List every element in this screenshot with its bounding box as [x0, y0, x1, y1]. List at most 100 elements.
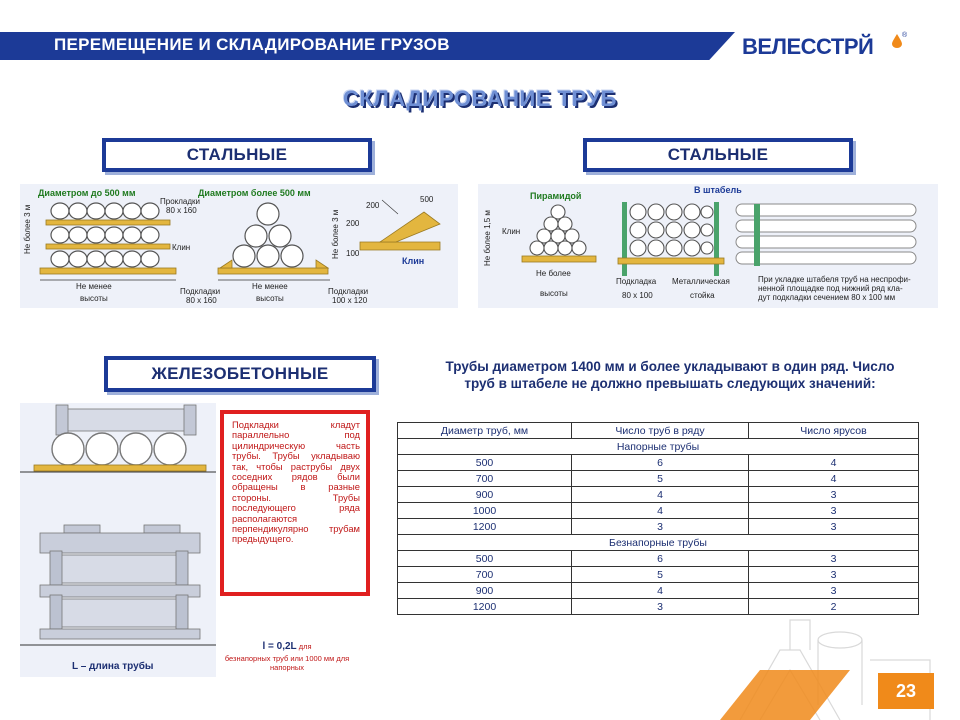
wedge-detail	[359, 199, 441, 251]
long-pipes-stack	[735, 203, 917, 265]
cell: 3	[571, 598, 749, 615]
large-pipe-pyramid	[232, 202, 304, 268]
cell: 3	[571, 518, 749, 535]
small-stack-pads	[39, 219, 177, 275]
pipe-stacking-table: Диаметр труб, мм Число труб в ряду Число…	[397, 422, 919, 615]
header-diameter: Диаметр труб, мм	[397, 422, 572, 439]
label-pad-bottom-right: Подкладки	[328, 287, 368, 296]
cell: 4	[571, 582, 749, 599]
cell: 500	[397, 454, 572, 471]
main-title: СКЛАДИРОВАНИЕ ТРУБ	[343, 86, 617, 111]
label-min2: высоты	[540, 289, 568, 298]
header-banner	[0, 32, 735, 60]
cell: 4	[748, 470, 919, 487]
label-min: Не более	[536, 269, 571, 278]
label-pad-bottom: Подкладки	[180, 287, 220, 296]
cell: 6	[571, 550, 749, 567]
steel-pipes-diagram-2: Пирамидой В штабель Не более 1,5 м Клин …	[478, 184, 938, 308]
label-pad-size: 80 х 100	[622, 291, 653, 300]
cell: 3	[748, 518, 919, 535]
cell: 1000	[397, 502, 572, 519]
label-min-b2: высоты	[256, 294, 284, 303]
formula-main: l = 0,2L	[262, 641, 297, 652]
cell: 700	[397, 566, 572, 583]
label-note3: дут подкладки сечением 80 х 100 мм	[758, 293, 895, 302]
cell: 900	[397, 582, 572, 599]
note-text: Подкладки кладут параллельно под цилиндр…	[232, 419, 360, 545]
label-dim-200a: 200	[346, 219, 360, 228]
label-min-a: Не менее	[76, 282, 112, 291]
large-stack-pads	[217, 259, 330, 275]
label-small-diameter: Диаметром до 500 мм	[38, 188, 136, 198]
group-pressure: Напорные трубы	[397, 438, 919, 455]
label-wedge-right: Клин	[402, 256, 424, 266]
label-post: Металлическая	[672, 277, 730, 286]
label-note1: При укладке штабеля труб на неспрофи-	[758, 275, 911, 284]
label-post2: стойка	[690, 291, 715, 300]
label-dim-200b: 200	[366, 201, 380, 210]
header-pipes-per-row: Число труб в ряду	[571, 422, 749, 439]
group-nonpressure: Безнапорные трубы	[397, 534, 919, 551]
label-wedge: Клин	[172, 243, 190, 252]
stack-with-posts	[617, 202, 725, 276]
pipe-pyramid	[529, 204, 587, 256]
cell: 5	[571, 470, 749, 487]
corner-decoration	[720, 619, 931, 720]
label-wedge: Клин	[502, 227, 520, 236]
label-height-left: Не более 3 м	[23, 205, 32, 254]
label-pad-top-size: 80 х 160	[166, 206, 197, 215]
cell: 500	[397, 550, 572, 567]
label-dim-500: 500	[420, 195, 434, 204]
concrete-top-stack	[20, 404, 216, 473]
section-label-steel-right: СТАЛЬНЫЕ	[583, 138, 853, 172]
table-group-row: Напорные трубы	[397, 438, 919, 455]
cell: 1200	[397, 518, 572, 535]
long-stack-post	[754, 204, 760, 266]
table-group-row: Безнапорные трубы	[397, 534, 919, 551]
label-note2: ненной площадке под нижний ряд кла-	[758, 284, 903, 293]
label-large-diameter: Диаметром более 500 мм	[198, 188, 311, 198]
label-stack: В штабель	[694, 185, 742, 195]
label-min-b: Не менее	[252, 282, 288, 291]
header-tiers: Число ярусов	[748, 422, 919, 439]
label-dim-100: 100	[346, 249, 360, 258]
header-title: ПЕРЕМЕЩЕНИЕ И СКЛАДИРОВАНИЕ ГРУЗОВ	[54, 35, 450, 54]
cell: 2	[748, 598, 919, 615]
cell: 3	[748, 486, 919, 503]
table-header-row: Диаметр труб, мм Число труб в ряду Число…	[397, 422, 919, 439]
cell: 5	[571, 566, 749, 583]
cell: 4	[571, 486, 749, 503]
concrete-pipes-diagram: L – длина трубы	[20, 403, 216, 677]
cell: 3	[748, 582, 919, 599]
cell: 6	[571, 454, 749, 471]
section-label-concrete: ЖЕЛЕЗОБЕТОННЫЕ	[104, 356, 376, 392]
drop-icon	[892, 34, 902, 48]
label-pad: Подкладка	[616, 277, 657, 286]
company-logo: ВЕЛЕССТРЙ ®	[742, 32, 912, 62]
registered-mark: ®	[902, 32, 908, 39]
formula: l = 0,2L для безнапорных труб или 1000 м…	[222, 636, 352, 672]
table-intro: Трубы диаметром 1400 мм и более укладыва…	[445, 359, 895, 391]
label-min-a2: высоты	[80, 294, 108, 303]
page-number: 23	[878, 673, 934, 709]
cell: 1200	[397, 598, 572, 615]
label-length: L – длина трубы	[72, 660, 153, 672]
concrete-side-stack	[20, 524, 216, 646]
cell: 3	[748, 566, 919, 583]
logo-text: ВЕЛЕССТРЙ	[742, 34, 874, 59]
small-pipe-stack	[50, 202, 160, 268]
pyramid-pad	[521, 255, 597, 263]
note-box: Подкладки кладут параллельно под цилиндр…	[220, 410, 370, 596]
label-pad-bottom-right-size: 100 х 120	[332, 296, 368, 305]
section-label-steel-left: СТАЛЬНЫЕ	[102, 138, 372, 172]
label-pad-top: Прокладки	[160, 197, 200, 206]
